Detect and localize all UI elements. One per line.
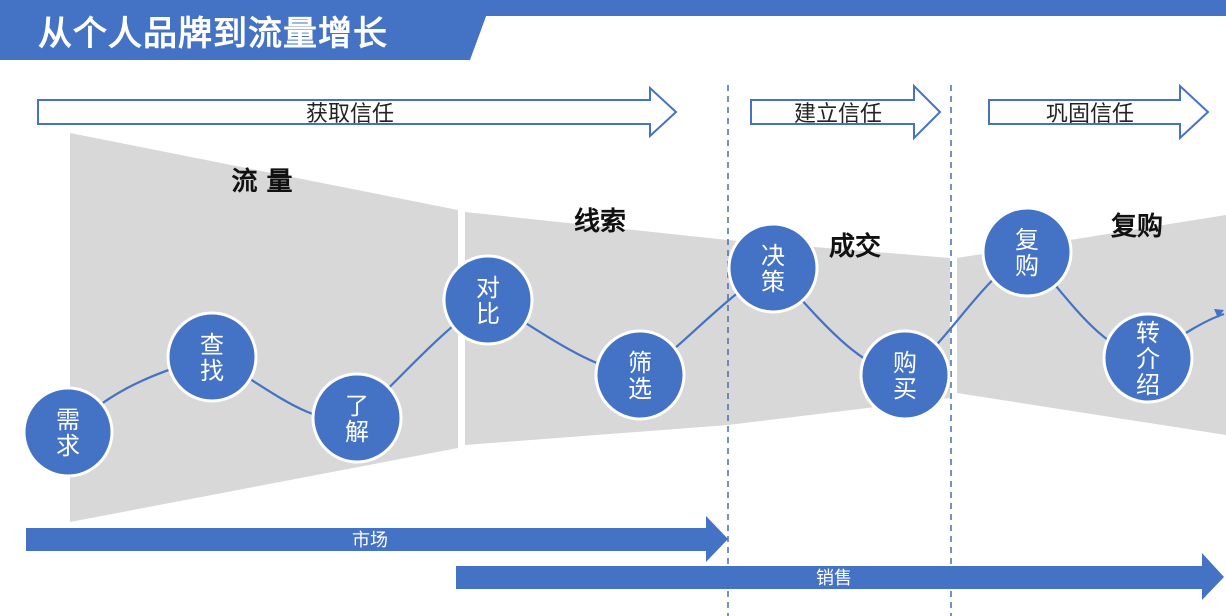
step-label: 需	[56, 406, 80, 434]
header-band-shape	[0, 0, 1226, 60]
trust-arrow-label: 建立信任	[794, 102, 882, 127]
trust-arrow-consolidate: 巩固信任	[988, 83, 1210, 141]
step-label: 决	[761, 242, 785, 270]
step-label: 介	[1136, 345, 1160, 373]
step-circle-shape	[594, 329, 686, 421]
step-label: 购	[1015, 252, 1039, 280]
step-circle-compare: 对比	[442, 254, 534, 346]
bottom-arrow-market: 市场	[26, 516, 728, 562]
bottom-arrow-sales: 销售	[456, 553, 1224, 600]
step-label: 选	[628, 375, 652, 403]
step-circle-need: 需求	[22, 386, 114, 478]
step-label: 转	[1136, 319, 1160, 347]
step-label: 筛	[628, 349, 652, 377]
stage-label-repurchase: 复购	[1111, 212, 1163, 242]
step-circle-filter: 筛选	[594, 329, 686, 421]
step-label: 对	[476, 274, 500, 302]
step-label: 了	[345, 392, 369, 420]
step-circle-shape	[166, 311, 258, 403]
trust-arrow-build: 建立信任	[750, 83, 942, 141]
step-circle-shape	[311, 372, 403, 464]
step-label: 绍	[1136, 371, 1160, 399]
step-circle-shape	[442, 254, 534, 346]
stage-label-deal: 成交	[829, 231, 881, 262]
trust-arrow-label: 获取信任	[306, 102, 394, 127]
journey-arrowhead	[1214, 309, 1224, 318]
stage-label-leads: 线索	[574, 207, 626, 237]
step-label: 买	[893, 375, 917, 403]
stage-label-traffic: 流 量	[231, 167, 292, 197]
bottom-arrow-label: 销售	[816, 568, 852, 589]
step-label: 比	[476, 300, 500, 328]
step-circle-shape	[981, 206, 1073, 298]
step-label: 解	[345, 418, 369, 446]
step-circle-decide: 决策	[727, 222, 819, 314]
step-circle-shape	[859, 329, 951, 421]
step-label: 找	[200, 357, 224, 385]
header-band: 从个人品牌到流量增长	[0, 0, 1226, 60]
step-circle-shape	[22, 386, 114, 478]
step-label: 查	[200, 331, 224, 359]
step-circle-purchase: 购买	[859, 329, 951, 421]
page-title: 从个人品牌到流量增长	[38, 14, 388, 54]
trust-arrow-acquire: 获取信任	[37, 85, 678, 139]
step-circle-understand: 了解	[311, 372, 403, 464]
step-circle-shape	[727, 222, 819, 314]
step-label: 购	[893, 349, 917, 377]
step-circle-referral: 转介绍	[1102, 312, 1194, 404]
step-label: 策	[761, 268, 785, 296]
step-circle-shape	[1102, 312, 1194, 404]
step-circle-search: 查找	[166, 311, 258, 403]
step-label: 复	[1015, 226, 1039, 254]
journey-path	[67, 250, 1225, 433]
bottom-arrow-label: 市场	[352, 530, 388, 551]
step-label: 求	[56, 432, 80, 460]
step-circle-repurchase: 复购	[981, 206, 1073, 298]
trust-arrow-label: 巩固信任	[1046, 102, 1134, 127]
